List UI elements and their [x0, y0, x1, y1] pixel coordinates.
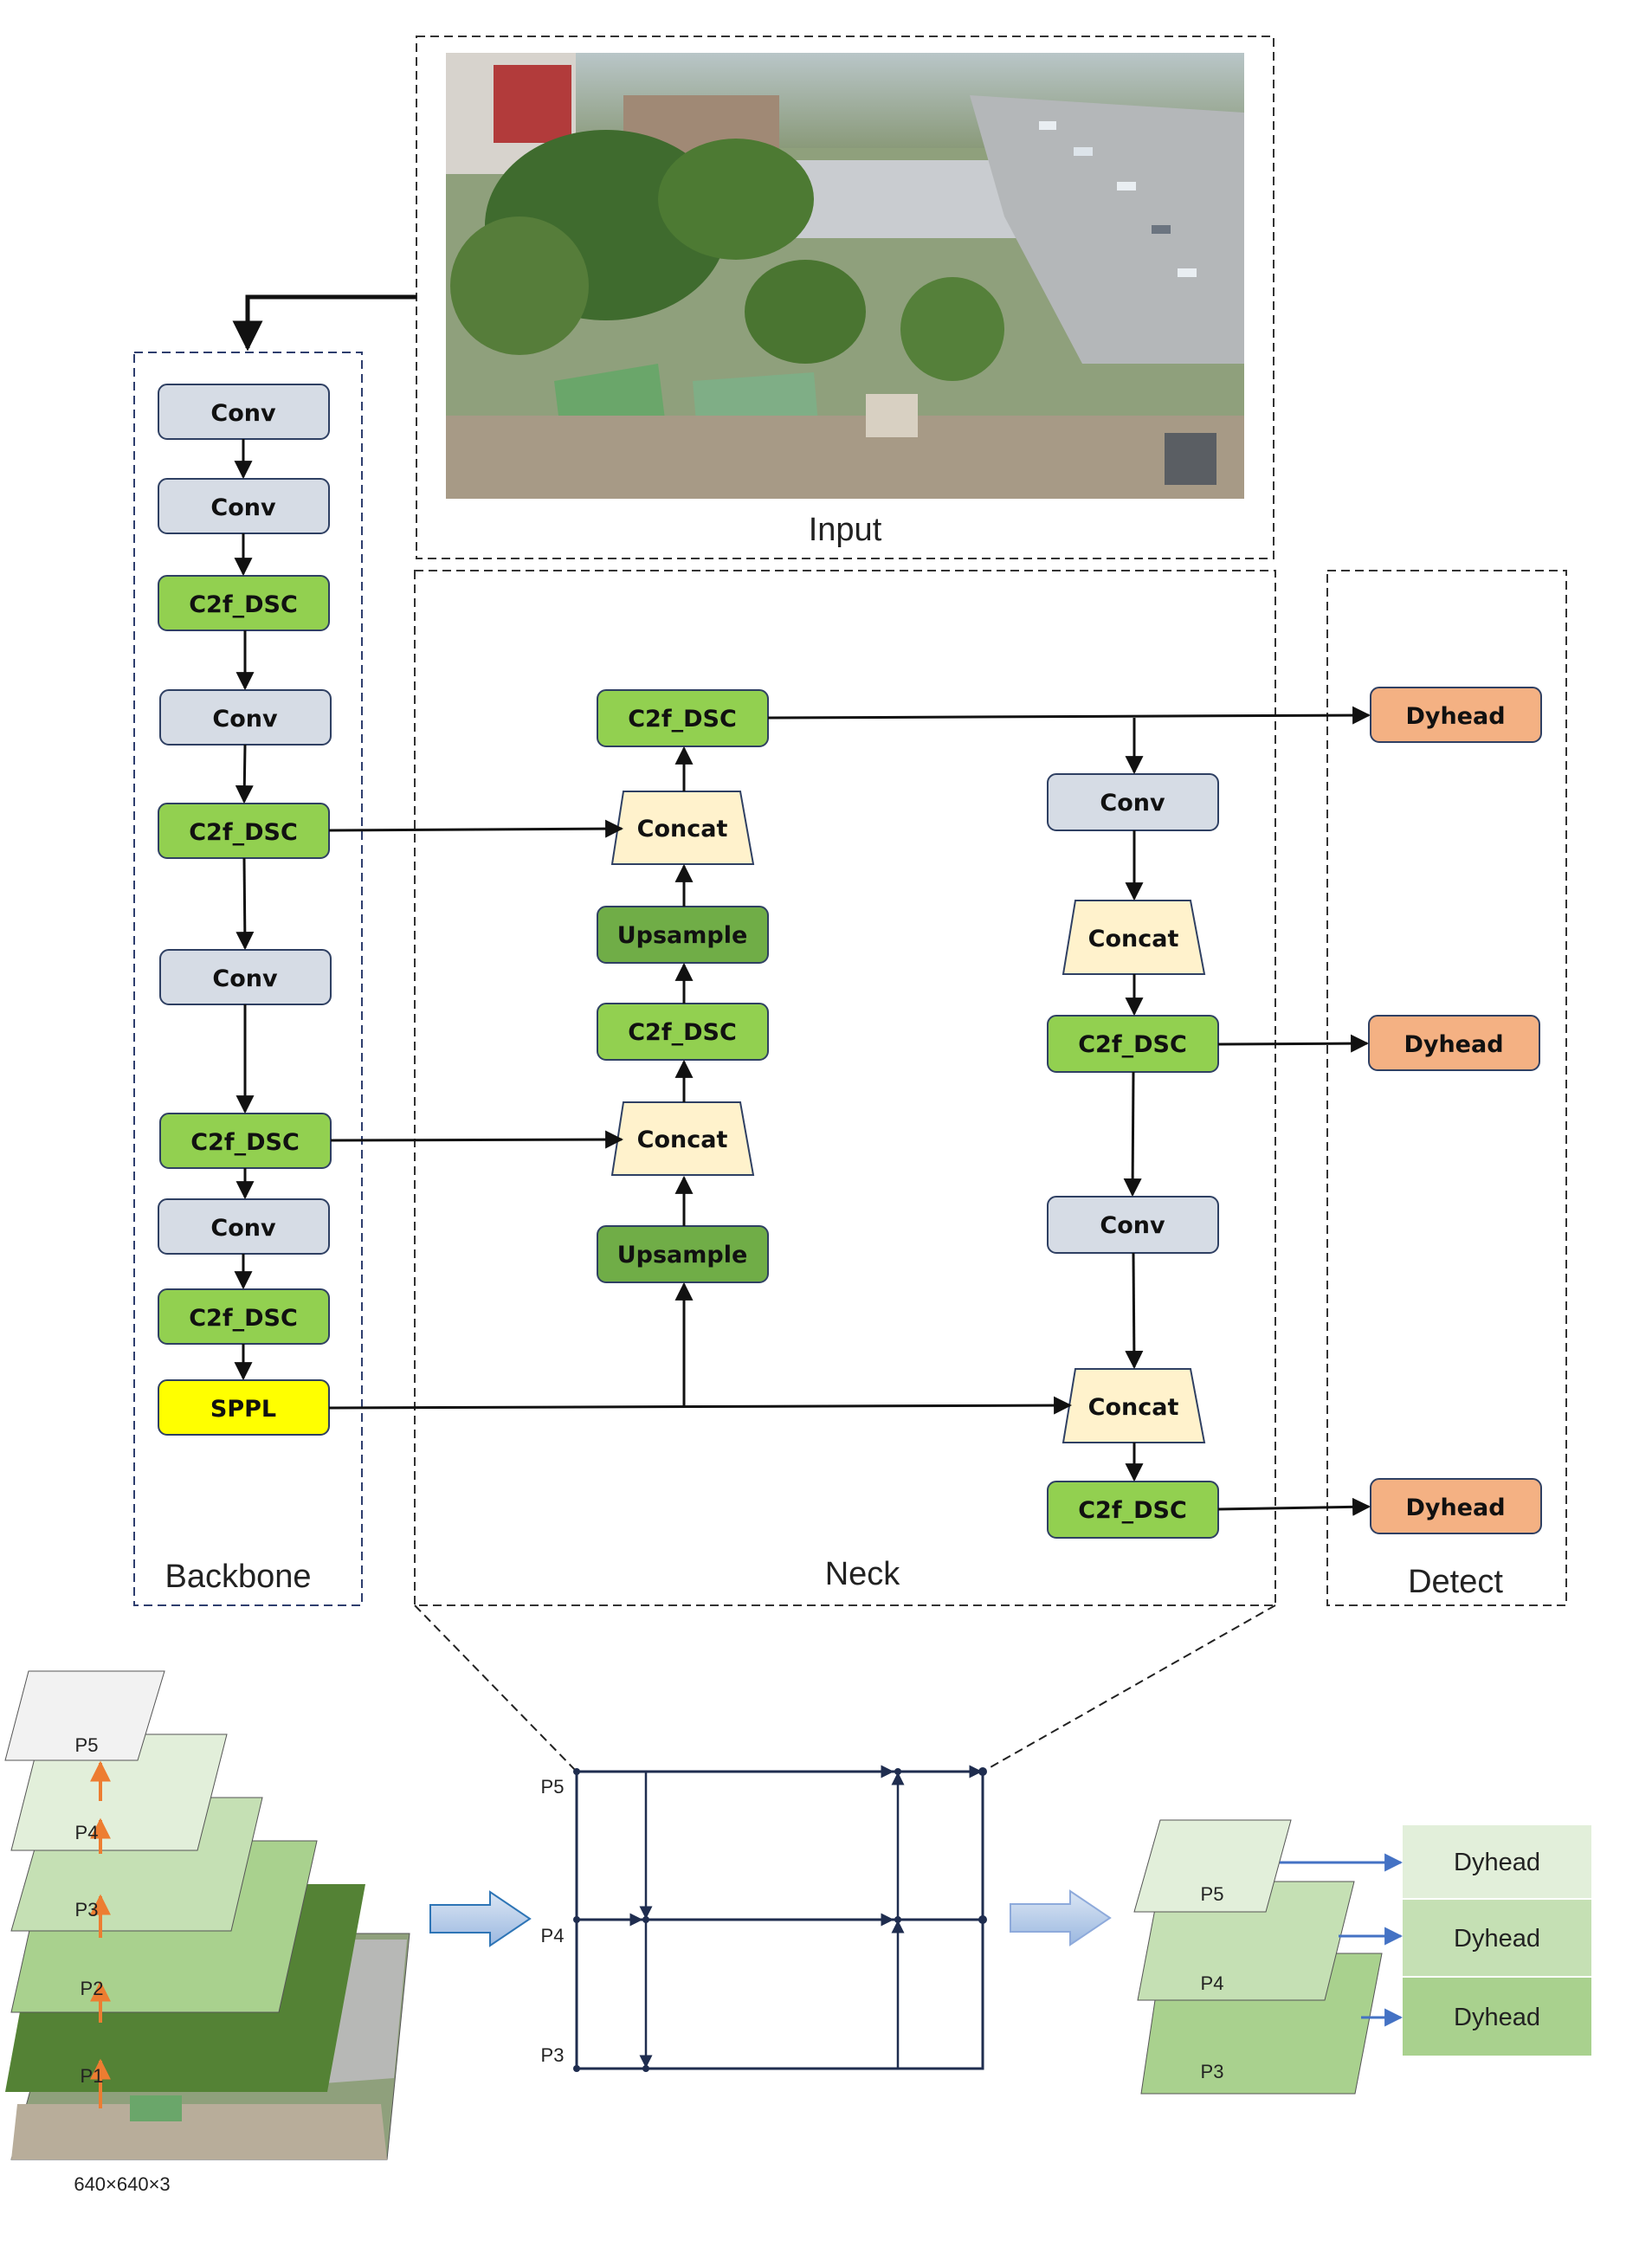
- backbone-conv-block[interactable]: Conv: [158, 478, 330, 534]
- block-label: Conv: [212, 706, 278, 733]
- output-dyhead-3[interactable]: Dyhead: [1403, 1978, 1591, 2056]
- dyhead-block[interactable]: Dyhead: [1368, 1015, 1540, 1071]
- block-label: C2f_DSC: [1078, 1497, 1187, 1524]
- block-label: C2f_DSC: [628, 1019, 737, 1046]
- neck-concat-block[interactable]: Concat: [1062, 1368, 1206, 1443]
- block-label: C2f_DSC: [189, 591, 298, 618]
- block-label: Conv: [212, 965, 278, 992]
- block-label: Dyhead: [1405, 703, 1505, 730]
- output-dyhead-2[interactable]: Dyhead: [1403, 1900, 1591, 1976]
- block-arrow-right-1: [429, 1890, 532, 1947]
- neck-c2f-dsc-block[interactable]: C2f_DSC: [1047, 1481, 1219, 1539]
- block-label: Upsample: [617, 1242, 748, 1269]
- dyhead-block[interactable]: Dyhead: [1370, 687, 1542, 743]
- block-label: Upsample: [617, 922, 748, 949]
- neck-upsample-block[interactable]: Upsample: [597, 906, 769, 964]
- output-layer-p5: [1133, 1819, 1292, 1913]
- neck-c2f-dsc-block[interactable]: C2f_DSC: [597, 1003, 769, 1061]
- output-layers: P5 P4 P3 Dyhead Dyhead Dyhead: [1133, 1819, 1591, 2095]
- neck-concat-block[interactable]: Concat: [610, 1101, 755, 1176]
- output-dyhead-1[interactable]: Dyhead: [1403, 1825, 1591, 1898]
- block-label: Conv: [1100, 1212, 1165, 1239]
- pyramid-label-p4: P4: [75, 1822, 99, 1843]
- neck-right-blocks: Conv Concat C2f_DSC Conv Concat C2f_DSC: [1047, 773, 1219, 1539]
- block-label: C2f_DSC: [1078, 1031, 1187, 1058]
- fpn-label-p3: P3: [541, 2044, 565, 2066]
- dyhead-block[interactable]: Dyhead: [1370, 1478, 1542, 1534]
- output-label-p3: P3: [1201, 2061, 1224, 2082]
- neck-arrows: [328, 706, 1371, 1516]
- detect-frame: [1326, 570, 1567, 1606]
- backbone-blocks: Conv Conv C2f_DSC Conv C2f_DSC Conv C2f_…: [158, 384, 332, 1436]
- neck-c2f-dsc-block[interactable]: C2f_DSC: [1047, 1015, 1219, 1073]
- block-label: Dyhead: [1404, 1031, 1503, 1058]
- neck-c2f-dsc-block[interactable]: C2f_DSC: [597, 689, 769, 747]
- block-label: Concat: [1088, 1394, 1179, 1421]
- backbone-c2f-dsc-block[interactable]: C2f_DSC: [158, 803, 330, 859]
- pyramid-label-p1: P1: [81, 2065, 104, 2087]
- zoom-lines: [414, 1604, 1276, 1772]
- block-label: C2f_DSC: [628, 706, 737, 733]
- output-label-p4: P4: [1201, 1972, 1224, 1994]
- output-blue-arrows: [1280, 1853, 1404, 2027]
- block-label: Concat: [637, 1126, 728, 1153]
- block-label: Conv: [210, 1215, 276, 1242]
- block-label: C2f_DSC: [189, 819, 298, 846]
- pyramid-label-p5: P5: [75, 1734, 99, 1756]
- neck-concat-block[interactable]: Concat: [1062, 900, 1206, 975]
- backbone-c2f-dsc-block[interactable]: C2f_DSC: [158, 575, 330, 631]
- pyramid-label-p2: P2: [81, 1978, 104, 1999]
- pyramid-layer-p4: [10, 1733, 228, 1851]
- fpn-label-p4: P4: [541, 1925, 565, 1946]
- backbone-arrows: [234, 439, 255, 1381]
- pyramid-layer-p5: [4, 1670, 165, 1761]
- dyhead-label: Dyhead: [1454, 2004, 1540, 2031]
- block-label: Dyhead: [1405, 1494, 1505, 1521]
- backbone-conv-block[interactable]: Conv: [159, 689, 332, 746]
- neck-conv-block[interactable]: Conv: [1047, 773, 1219, 831]
- block-label: Conv: [210, 400, 276, 427]
- neck-left-blocks: C2f_DSC Concat Upsample C2f_DSC Concat U…: [597, 689, 769, 1283]
- backbone-c2f-dsc-block[interactable]: C2f_DSC: [158, 1288, 330, 1345]
- backbone-conv-block[interactable]: Conv: [158, 1198, 330, 1255]
- fpn-label-p5: P5: [541, 1776, 565, 1798]
- dyhead-label: Dyhead: [1454, 1925, 1540, 1953]
- fpn-structure: P5 P4 P3: [541, 1765, 987, 2072]
- backbone-sppl-block[interactable]: SPPL: [158, 1379, 330, 1436]
- dyhead-label: Dyhead: [1454, 1849, 1540, 1876]
- neck-label: Neck: [825, 1556, 901, 1592]
- block-label: SPPL: [210, 1396, 276, 1423]
- output-label-p5: P5: [1201, 1883, 1224, 1905]
- neck-concat-block[interactable]: Concat: [610, 791, 755, 865]
- block-label: C2f_DSC: [190, 1129, 300, 1156]
- neck-conv-block[interactable]: Conv: [1047, 1196, 1219, 1254]
- backbone-frame: [133, 352, 363, 1606]
- backbone-conv-block[interactable]: Conv: [159, 949, 332, 1005]
- detect-label: Detect: [1408, 1564, 1503, 1600]
- block-label: Concat: [1088, 926, 1179, 952]
- pyramid-input-size: 640×640×3: [74, 2173, 170, 2195]
- backbone-c2f-dsc-block[interactable]: C2f_DSC: [159, 1113, 332, 1169]
- input-to-backbone-arrow: [232, 294, 416, 352]
- pyramid-label-p3: P3: [75, 1899, 99, 1921]
- backbone-conv-block[interactable]: Conv: [158, 384, 330, 440]
- input-label: Input: [809, 512, 882, 548]
- block-label: Concat: [637, 816, 728, 842]
- feature-pyramid: P5 P4 P3 P2 P1 640×640×3: [4, 1670, 410, 2195]
- block-label: Conv: [1100, 790, 1165, 817]
- block-label: Conv: [210, 494, 276, 521]
- neck-upsample-block[interactable]: Upsample: [597, 1225, 769, 1283]
- block-arrow-right-2: [1010, 1889, 1112, 1946]
- neck-frame: [414, 570, 1276, 1606]
- block-label: C2f_DSC: [189, 1305, 298, 1332]
- aerial-input-photo: [446, 53, 1244, 499]
- backbone-label: Backbone: [165, 1559, 311, 1595]
- detect-blocks: Dyhead Dyhead Dyhead: [1368, 687, 1542, 1534]
